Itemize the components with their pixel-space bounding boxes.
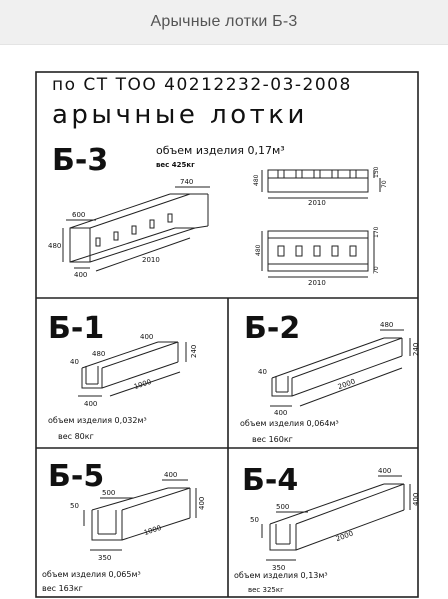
- drawing-sheet: по СТ ТОО 40212232-03-2008 арычные лотки…: [30, 66, 422, 599]
- b3-dim-400: 400: [74, 271, 87, 279]
- b3-side-view: [261, 169, 381, 199]
- b1-dim-480: 480: [92, 350, 105, 358]
- b1-code: Б-1: [48, 311, 104, 346]
- b3-plan-170: 170: [373, 226, 380, 238]
- standard-label: по СТ ТОО 40212232-03-2008: [52, 75, 352, 95]
- b5-dim-400: 400: [164, 471, 177, 479]
- b2-volume: объем изделия 0,064м³: [240, 419, 339, 428]
- b3-plan-2010: 2010: [308, 279, 326, 287]
- b5-volume: объем изделия 0,065м³: [42, 570, 141, 579]
- b4-weight: вес 325кг: [248, 586, 284, 594]
- b3-volume: объем изделия 0,17м³: [156, 144, 285, 157]
- b3-dim-480: 480: [48, 242, 61, 250]
- b3-dim-740: 740: [180, 178, 193, 186]
- sheet-heading: арычные лотки: [52, 100, 308, 130]
- b4-volume: объем изделия 0,13м³: [234, 571, 328, 580]
- b3-plan-480: 480: [255, 244, 262, 256]
- b1-dim-1000: 1000: [133, 378, 152, 391]
- technical-drawing: по СТ ТОО 40212232-03-2008 арычные лотки…: [35, 71, 420, 598]
- b1-dim-40: 40: [70, 358, 79, 366]
- b1-volume: объем изделия 0,032м³: [48, 416, 147, 425]
- b2-dim-40: 40: [258, 368, 267, 376]
- b4-code: Б-4: [242, 463, 298, 498]
- b4-dim-400r: 400: [412, 493, 420, 506]
- b5-dim-50: 50: [70, 502, 79, 510]
- b5-dim-350: 350: [98, 554, 111, 562]
- b2-dim-240: 240: [412, 343, 420, 356]
- b3-plan-view: [261, 230, 375, 278]
- b5-dim-1000: 1000: [143, 524, 162, 537]
- b3-plan-70: 70: [373, 266, 380, 274]
- top-bar: Арычные лотки Б-3: [0, 0, 448, 45]
- b5-dim-400r: 400: [198, 497, 206, 510]
- b2-weight: вес 160кг: [252, 435, 293, 444]
- b3-side-150: 150: [373, 166, 380, 178]
- b1-tray-iso: [78, 341, 187, 397]
- b3-code: Б-3: [52, 143, 108, 178]
- b3-side-480: 480: [253, 174, 260, 186]
- b4-dim-2000: 2000: [335, 530, 354, 544]
- b4-dim-400: 400: [378, 467, 391, 475]
- b5-code: Б-5: [48, 459, 104, 494]
- b4-dim-50: 50: [250, 516, 259, 524]
- page-title: Арычные лотки Б-3: [150, 13, 298, 30]
- b4-tray-iso: [261, 475, 411, 561]
- b4-dim-350: 350: [272, 564, 285, 572]
- b4-dim-500: 500: [276, 503, 289, 511]
- b2-tray-iso: [270, 329, 411, 407]
- b3-dim-2010: 2010: [142, 256, 160, 264]
- b2-dim-480: 480: [380, 321, 393, 329]
- b1-weight: вес 80кг: [58, 432, 94, 441]
- b1-dim-240: 240: [190, 345, 198, 358]
- b3-dim-600: 600: [72, 211, 85, 219]
- b3-side-70: 70: [381, 180, 388, 188]
- b5-weight: вес 163кг: [42, 584, 83, 593]
- b2-code: Б-2: [244, 311, 300, 346]
- b3-tray-iso: [62, 186, 210, 272]
- b3-side-2010: 2010: [308, 199, 326, 207]
- sheet-frame: [35, 71, 419, 598]
- b1-dim-400: 400: [140, 333, 153, 341]
- b2-dim-400: 400: [274, 409, 287, 417]
- b5-tray-iso: [83, 479, 197, 551]
- b3-weight: вес 425кг: [156, 161, 195, 169]
- b5-dim-500: 500: [102, 489, 115, 497]
- b1-dim-400b: 400: [84, 400, 97, 408]
